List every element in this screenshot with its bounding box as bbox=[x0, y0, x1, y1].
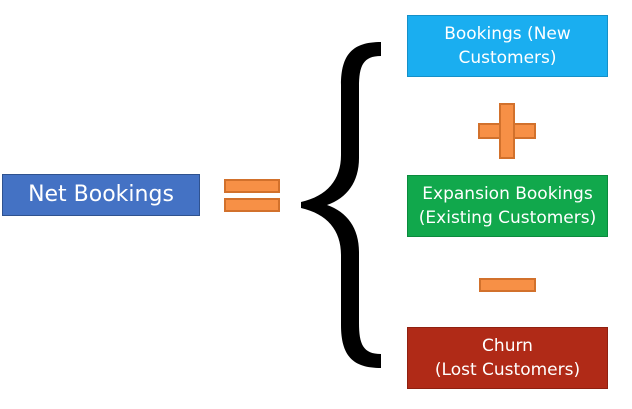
churn-line2: (Lost Customers) bbox=[434, 360, 581, 380]
new-bookings-line2: Customers) bbox=[458, 48, 557, 68]
minus-sign-icon bbox=[479, 278, 536, 292]
net-bookings-label: Net Bookings bbox=[28, 182, 174, 207]
expansion-bookings-line2: (Existing Customers) bbox=[418, 208, 597, 228]
new-bookings-line1: Bookings (New bbox=[444, 24, 571, 44]
equals-top-bar bbox=[224, 179, 280, 193]
left-curly-brace-icon bbox=[301, 42, 381, 368]
brace-path bbox=[301, 42, 381, 368]
plus-center bbox=[501, 125, 513, 137]
net-bookings-box: Net Bookings bbox=[2, 174, 200, 216]
churn-line1: Churn bbox=[482, 336, 533, 356]
new-bookings-box: Bookings (New Customers) bbox=[407, 15, 608, 77]
expansion-bookings-line1: Expansion Bookings bbox=[422, 184, 593, 204]
expansion-bookings-box: Expansion Bookings (Existing Customers) bbox=[407, 175, 608, 237]
equals-bottom-bar bbox=[224, 198, 280, 212]
churn-box: Churn (Lost Customers) bbox=[407, 327, 608, 389]
